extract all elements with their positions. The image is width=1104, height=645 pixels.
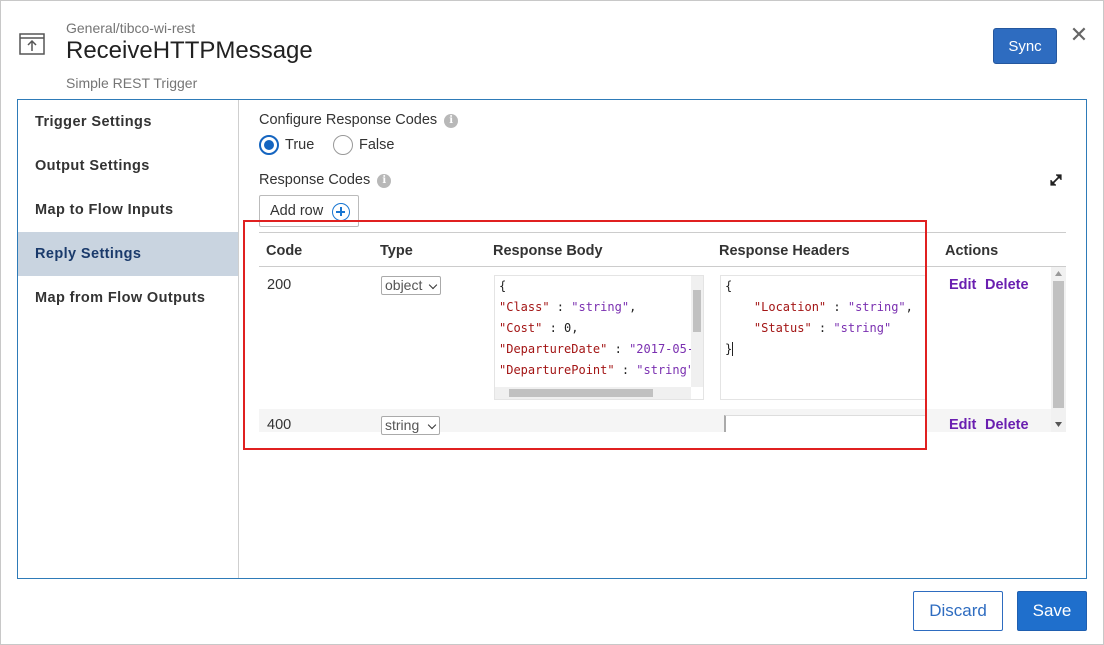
- table-vertical-scrollbar[interactable]: [1051, 267, 1066, 432]
- page-title: ReceiveHTTPMessage: [66, 37, 313, 64]
- header-key-status: "Status": [725, 321, 812, 335]
- plus-circle-icon: [332, 203, 350, 221]
- column-header-response-body: Response Body: [493, 243, 603, 259]
- breadcrumb: General/tibco-wi-rest: [66, 20, 196, 36]
- row-400-edit-link[interactable]: Edit: [949, 417, 977, 433]
- row-200-type-value: object: [385, 277, 423, 293]
- table-header-border: [259, 266, 1066, 267]
- column-header-type: Type: [380, 243, 413, 259]
- row-200-delete-link[interactable]: Delete: [985, 277, 1029, 293]
- body-sep: :: [549, 300, 572, 314]
- body-sep: :: [542, 321, 565, 335]
- header-line-1: {: [725, 279, 732, 293]
- scroll-up-arrow-icon[interactable]: [1054, 270, 1063, 277]
- body-comma: ,: [571, 321, 579, 335]
- radio-false-label[interactable]: False: [359, 137, 395, 153]
- sync-button[interactable]: Sync: [993, 28, 1057, 64]
- row-200-code: 200: [267, 277, 292, 293]
- body-val-cost: 0: [564, 321, 572, 335]
- info-icon: i: [377, 174, 392, 188]
- sidebar-item-output-settings[interactable]: Output Settings: [35, 158, 150, 174]
- trigger-upload-icon: [19, 33, 45, 55]
- column-header-code: Code: [266, 243, 303, 259]
- scroll-down-arrow-icon[interactable]: [1054, 421, 1063, 428]
- response-codes-text: Response Codes: [259, 172, 371, 188]
- add-row-label: Add row: [270, 203, 324, 219]
- sidebar-item-reply-settings[interactable]: Reply Settings: [18, 232, 238, 276]
- sidebar-item-trigger-settings[interactable]: Trigger Settings: [35, 114, 152, 130]
- body-line-5: "DeparturePoint" : "string": [499, 363, 694, 377]
- header-sep: :: [811, 321, 834, 335]
- header-brace-open: {: [725, 279, 733, 293]
- body-line-4: "DepartureDate" : "2017-05-2: [499, 342, 701, 356]
- expand-icon[interactable]: [1048, 172, 1064, 188]
- page-subtitle: Simple REST Trigger: [66, 75, 198, 91]
- response-headers-editor[interactable]: { "Location" : "string", "Status" : "str…: [720, 275, 925, 400]
- row-400-headers-editor[interactable]: [724, 415, 926, 432]
- row-200-edit-link[interactable]: Edit: [949, 277, 977, 293]
- header-val-status: "string": [833, 321, 892, 335]
- body-val-departure-point: "string": [636, 363, 695, 377]
- settings-panel: Trigger Settings Output Settings Map to …: [17, 99, 1087, 579]
- save-button[interactable]: Save: [1017, 591, 1087, 631]
- body-hscroll-thumb[interactable]: [509, 389, 653, 397]
- body-comma: ,: [629, 300, 637, 314]
- header-line-4: }: [725, 342, 734, 356]
- body-sep: :: [614, 363, 637, 377]
- response-codes-label: Response Codes i: [259, 172, 392, 188]
- close-icon[interactable]: ✕: [1069, 22, 1089, 47]
- table-scroll-thumb[interactable]: [1053, 281, 1064, 408]
- radio-true[interactable]: [259, 135, 279, 155]
- row-400-type-select[interactable]: string: [381, 416, 440, 435]
- highlight-box: [243, 220, 927, 450]
- configure-response-codes-label: Configure Response Codes i: [259, 112, 459, 128]
- body-line-3: "Cost" : 0,: [499, 321, 579, 335]
- body-key-departure-point: "DeparturePoint": [499, 363, 615, 377]
- sidebar-item-map-from-flow-outputs[interactable]: Map from Flow Outputs: [35, 290, 206, 306]
- body-key-class: "Class": [499, 300, 550, 314]
- body-key-departure-date: "DepartureDate": [499, 342, 608, 356]
- sidebar-item-map-to-flow-inputs[interactable]: Map to Flow Inputs: [35, 202, 174, 218]
- header-comma: ,: [905, 300, 913, 314]
- header-sep: :: [826, 300, 848, 314]
- body-horizontal-scrollbar[interactable]: [495, 387, 691, 399]
- body-vscroll-thumb[interactable]: [693, 290, 701, 332]
- row-400-code: 400: [267, 417, 292, 433]
- body-sep: :: [607, 342, 630, 356]
- sidebar: Trigger Settings Output Settings Map to …: [18, 100, 239, 578]
- body-brace-open: {: [499, 279, 507, 293]
- body-vertical-scrollbar[interactable]: [691, 276, 703, 387]
- body-val-departure-date: "2017-05-2: [629, 342, 702, 356]
- header-val-location: "string": [847, 300, 906, 314]
- body-val-class: "string": [571, 300, 630, 314]
- header-key-location: "Location": [725, 300, 827, 314]
- radio-false[interactable]: [333, 135, 353, 155]
- row-400-delete-link[interactable]: Delete: [985, 417, 1029, 433]
- column-header-actions: Actions: [945, 243, 999, 259]
- row-200-type-select[interactable]: object: [381, 276, 441, 295]
- column-header-response-headers: Response Headers: [719, 243, 850, 259]
- header-line-3: "Status" : "string": [725, 321, 891, 335]
- radio-true-label[interactable]: True: [285, 137, 315, 153]
- body-line-1: {: [499, 279, 506, 293]
- body-key-cost: "Cost": [499, 321, 543, 335]
- body-line-2: "Class" : "string",: [499, 300, 636, 314]
- header-brace-close: }: [725, 342, 733, 356]
- table-top-border: [259, 232, 1066, 233]
- info-icon: i: [444, 114, 459, 128]
- configure-response-codes-text: Configure Response Codes: [259, 112, 438, 128]
- header-line-2: "Location" : "string",: [725, 300, 913, 314]
- row-400-type-value: string: [385, 417, 420, 433]
- discard-button[interactable]: Discard: [913, 591, 1003, 631]
- response-body-editor[interactable]: { "Class" : "string", "Cost" : 0, "Depar…: [494, 275, 704, 400]
